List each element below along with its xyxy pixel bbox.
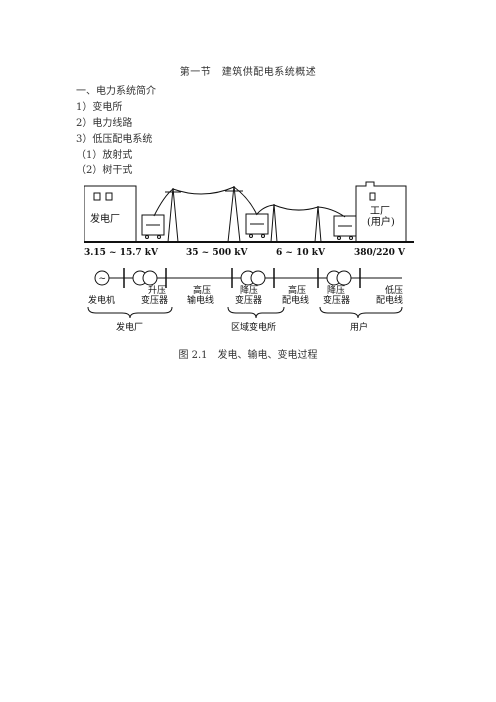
- list-item: 3）低压配电系统: [76, 134, 153, 145]
- list-item: 1）变电所: [76, 102, 123, 113]
- tower-icon: [270, 203, 278, 243]
- generator-symbol: [94, 270, 110, 286]
- label-step-down: 降压: [240, 284, 258, 296]
- generator-tilde: ~: [99, 274, 107, 284]
- group-user: 用户: [350, 321, 368, 333]
- label-factory: 工厂: [370, 206, 390, 217]
- label-hv: 高压: [193, 284, 211, 296]
- label-transformer: 变压器: [141, 294, 168, 306]
- list-item: （2）树干式: [76, 165, 133, 176]
- group-power-plant: 发电厂: [116, 321, 143, 333]
- tower-icon: [165, 187, 181, 243]
- label-hv: 高压: [288, 284, 306, 296]
- tower-icon: [225, 185, 243, 243]
- voltage-label: 3.15 ~ 15.7 kV: [84, 248, 159, 258]
- page-title: 第一节 建筑供配电系统概述: [179, 67, 317, 78]
- label-power-plant: 发电厂: [90, 212, 120, 225]
- group-substation: 区域变电所: [231, 321, 276, 333]
- transformer-icon: [333, 215, 357, 240]
- label-transformer: 变压器: [323, 294, 350, 306]
- label-distribution-line: 配电线: [282, 294, 309, 306]
- label-step-down: 降压: [327, 284, 345, 296]
- list-item: （1）放射式: [76, 150, 133, 161]
- voltage-label: 380/220 V: [354, 248, 406, 258]
- section-heading: 一、电力系统简介: [76, 86, 156, 97]
- voltage-label: 35 ~ 500 kV: [186, 248, 248, 258]
- label-lv: 低压: [385, 284, 403, 296]
- power-plant-building: [84, 185, 137, 243]
- list-item: 2）电力线路: [76, 118, 133, 129]
- transformer-icon: [245, 213, 269, 238]
- transformer-icon: [141, 214, 165, 239]
- label-step-up: 升压: [148, 285, 166, 296]
- label-transmission-line: 输电线: [187, 294, 214, 306]
- power-transmission-diagram: 发电厂 工厂 (用户) 3.15 ~ 15.7 kV 35 ~ 500 kV 6…: [84, 181, 414, 333]
- label-generator: 发电机: [88, 294, 115, 306]
- label-user: (用户): [367, 215, 395, 228]
- label-transformer: 变压器: [235, 294, 262, 306]
- label-distribution-line: 配电线: [376, 294, 403, 306]
- tower-icon: [314, 205, 322, 243]
- figure-caption: 图 2.1 发电、输电、变电过程: [178, 350, 318, 361]
- voltage-label: 6 ~ 10 kV: [276, 248, 326, 258]
- factory-building: [355, 181, 407, 242]
